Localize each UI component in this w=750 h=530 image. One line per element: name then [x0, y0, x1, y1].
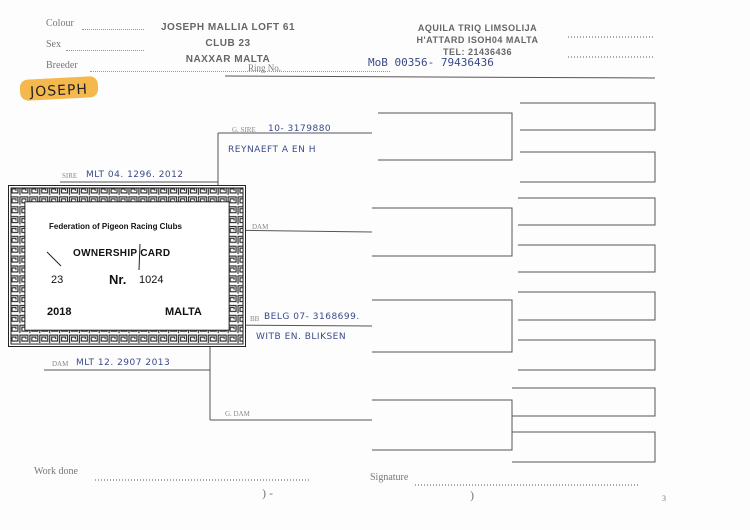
ownership-card: Federation of Pigeon Racing Clubs OWNERS…	[8, 185, 246, 347]
address-stamp-line2: H'ATTARD ISOH04 MALTA	[416, 35, 539, 45]
dam-label-upper: DAM	[252, 223, 269, 231]
stray-marks: ) -	[262, 486, 273, 500]
g-sire-breeder: REYNAEFT A EN H	[228, 145, 316, 155]
bb-label: BB	[250, 315, 260, 323]
page-mark: 3	[662, 494, 666, 503]
dam-label: DAM	[52, 360, 69, 368]
card-title: Federation of Pigeon Racing Clubs	[49, 222, 182, 231]
colour-label: Colour	[46, 18, 74, 29]
dam-ring: MLT 12. 2907 2013	[76, 358, 171, 368]
card-pen-strokes	[46, 243, 141, 271]
g-sire-ring: 10- 3179880	[268, 124, 332, 134]
loft-stamp-line1: JOSEPH MALLIA LOFT 61	[160, 22, 296, 33]
work-done-label: Work done	[34, 466, 78, 477]
card-nr-label: Nr.	[109, 272, 127, 287]
address-stamp-line1: AQUILA TRIQ LIMSOLIJA	[417, 23, 538, 33]
g-sire-label: G. SIRE	[232, 126, 256, 134]
loft-stamp-line3: NAXXAR MALTA	[185, 54, 271, 65]
card-nr-value: 1024	[139, 274, 164, 286]
signature-label: Signature	[370, 472, 409, 483]
sex-dots	[66, 50, 144, 51]
loft-stamp: JOSEPH MALLIA LOFT 61 CLUB 23 NAXXAR MAL…	[148, 22, 308, 65]
loft-stamp-line2: CLUB 23	[205, 38, 251, 49]
colour-dots	[82, 29, 144, 30]
card-country: MALTA	[165, 306, 202, 318]
bb-breeder: WITB EN. BLIKSEN	[256, 332, 347, 342]
bb-ring: BELG 07- 3168699.	[264, 312, 360, 322]
owner-name-highlight: JOSEPH	[19, 75, 99, 102]
card-club-number: 23	[51, 274, 64, 286]
sire-ring: MLT 04. 1296. 2012	[86, 170, 184, 180]
address-stamp: AQUILA TRIQ LIMSOLIJA H'ATTARD ISOH04 MA…	[395, 23, 560, 57]
sire-label: SIRE	[62, 172, 78, 180]
ring-label: Ring No.	[248, 63, 282, 73]
breeder-label: Breeder	[46, 60, 78, 71]
owner-name: JOSEPH	[29, 81, 89, 101]
card-year: 2018	[47, 306, 72, 318]
mobile-number: MoB 00356- 79436436	[368, 56, 494, 69]
card-label: OWNERSHIP CARD	[73, 248, 171, 259]
sex-label: Sex	[46, 39, 61, 50]
breeder-dots	[90, 71, 390, 72]
address-stamp-line3: TEL: 21436436	[442, 47, 513, 57]
g-dam-label: G. DAM	[225, 410, 250, 418]
stray-mark-right: )	[470, 488, 474, 502]
